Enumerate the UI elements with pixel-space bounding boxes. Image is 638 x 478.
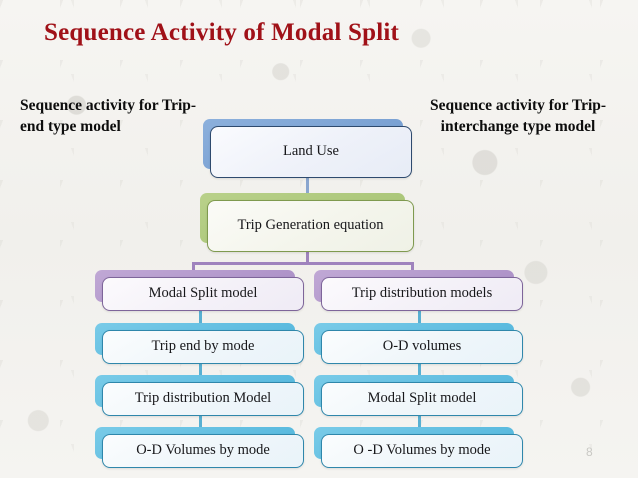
node-face: Land Use bbox=[210, 126, 412, 178]
node-od-volumes[interactable]: O-D volumes bbox=[314, 323, 523, 364]
node-modal-split-model-right[interactable]: Modal Split model bbox=[314, 375, 523, 416]
connector-branch-left-drop bbox=[192, 262, 195, 277]
node-label: O-D volumes bbox=[382, 338, 462, 355]
node-label: Land Use bbox=[283, 143, 339, 160]
node-face: O-D Volumes by mode bbox=[102, 434, 304, 468]
node-land-use[interactable]: Land Use bbox=[203, 119, 412, 178]
node-face: Modal Split model bbox=[321, 382, 523, 416]
connector-branch-right-drop bbox=[411, 262, 414, 277]
node-trip-distribution-model[interactable]: Trip distribution Model bbox=[95, 375, 304, 416]
connector-branch-bar bbox=[192, 262, 414, 265]
node-label: Trip end by mode bbox=[151, 338, 255, 355]
node-label: Trip distribution models bbox=[351, 285, 493, 302]
connector-left-3 bbox=[199, 410, 202, 432]
node-face: O -D Volumes by mode bbox=[321, 434, 523, 468]
node-face: O-D volumes bbox=[321, 330, 523, 364]
node-face: Trip distribution Model bbox=[102, 382, 304, 416]
connector-tripgen-stem bbox=[306, 250, 309, 264]
connector-landuse-to-tripgen bbox=[306, 176, 309, 198]
node-face: Trip distribution models bbox=[321, 277, 523, 311]
node-trip-generation-equation[interactable]: Trip Generation equation bbox=[200, 193, 414, 252]
connector-right-3 bbox=[418, 410, 421, 432]
connector-right-2 bbox=[418, 358, 421, 380]
node-trip-distribution-models[interactable]: Trip distribution models bbox=[314, 270, 523, 311]
node-face: Trip end by mode bbox=[102, 330, 304, 364]
node-trip-end-by-mode[interactable]: Trip end by mode bbox=[95, 323, 304, 364]
node-label: O-D Volumes by mode bbox=[136, 442, 270, 459]
connector-right-1 bbox=[418, 305, 421, 327]
node-od-volumes-by-mode-right[interactable]: O -D Volumes by mode bbox=[314, 427, 523, 468]
page-number: 8 bbox=[586, 445, 593, 459]
node-label: O -D Volumes by mode bbox=[353, 442, 491, 459]
node-label: Modal Split model bbox=[367, 390, 477, 407]
heading-left-column: Sequence activity for Trip- end type mod… bbox=[20, 97, 197, 135]
page-title: Sequence Activity of Modal Split bbox=[44, 19, 400, 46]
connector-left-2 bbox=[199, 358, 202, 380]
node-face: Modal Split model bbox=[102, 277, 304, 311]
node-face: Trip Generation equation bbox=[207, 200, 414, 252]
node-od-volumes-by-mode-left[interactable]: O-D Volumes by mode bbox=[95, 427, 304, 468]
node-modal-split-model[interactable]: Modal Split model bbox=[95, 270, 304, 311]
node-label: Trip Generation equation bbox=[237, 217, 384, 234]
node-label: Modal Split model bbox=[148, 285, 258, 302]
connector-left-1 bbox=[199, 305, 202, 327]
heading-right-column: Sequence activity for Trip- interchange … bbox=[429, 97, 607, 135]
node-label: Trip distribution Model bbox=[134, 390, 272, 407]
